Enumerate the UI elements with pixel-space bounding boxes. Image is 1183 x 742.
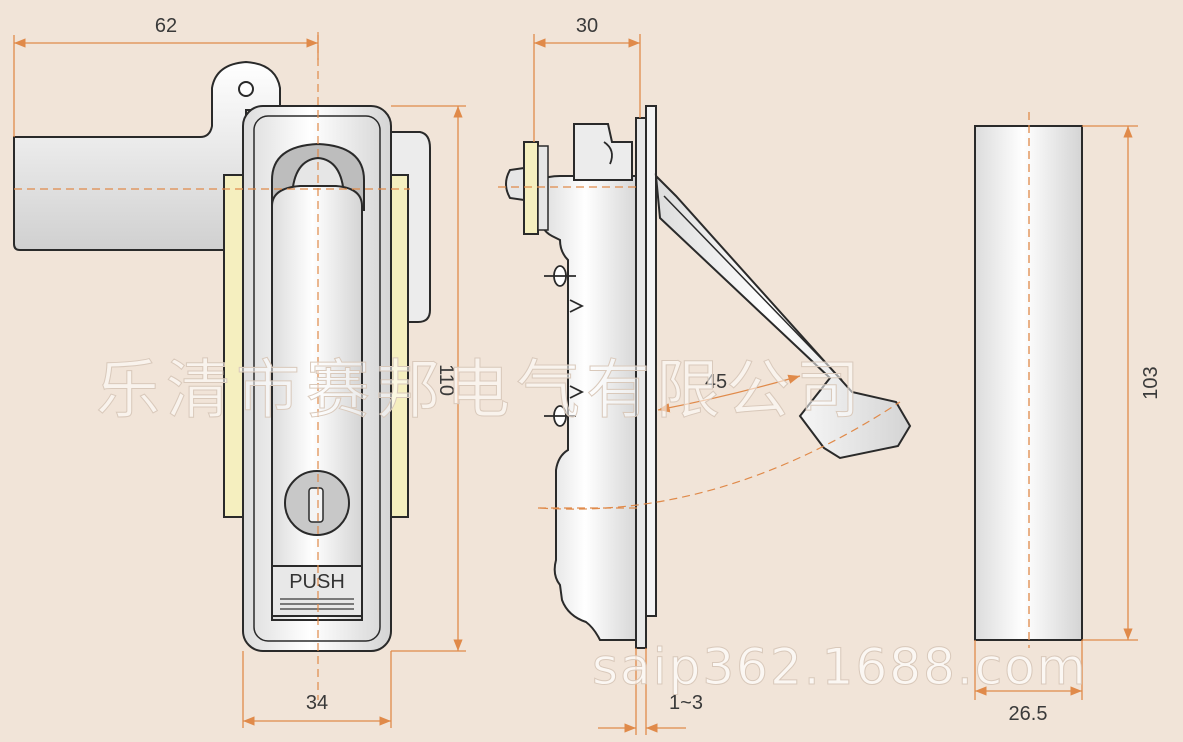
push-button[interactable]: [271, 565, 363, 617]
dim-62-label: 62: [155, 15, 177, 37]
dim-103-label: 103: [1140, 366, 1162, 399]
dim-30-label: 30: [576, 15, 598, 37]
side-lock-collar: [537, 145, 549, 231]
watermark-company: 乐清市赛邦电气有限公司: [96, 354, 866, 428]
side-dimensions: [533, 34, 801, 735]
cam-hole: [238, 81, 254, 97]
push-button-label: PUSH: [289, 571, 345, 593]
side-lock-nut: [523, 141, 539, 235]
side-housing: [539, 175, 641, 641]
side-clip-1: [569, 299, 585, 313]
watermark-website: saip362.1688.com: [592, 638, 1088, 696]
side-latch-top: [573, 123, 633, 181]
escutcheon-inner: [253, 115, 381, 642]
dim-thickness-label: 1~3: [669, 692, 703, 714]
side-lock-pin: [505, 166, 525, 202]
side-clip-2: [569, 385, 585, 399]
front-view: PUSH: [13, 60, 431, 652]
dim-26-5-label: 26.5: [1009, 703, 1048, 725]
front-centerlines: [14, 32, 410, 700]
gasket-left: [223, 174, 245, 518]
side-centerlines: [498, 186, 901, 510]
dim-34-label: 34: [306, 692, 328, 714]
dim-45-arc: [657, 374, 801, 413]
keyhole-slot: [308, 487, 324, 523]
front-dimensions: [13, 35, 466, 728]
screw-icon: [544, 265, 576, 427]
latch-cam: [13, 60, 281, 251]
dim-110-label: 110: [435, 364, 457, 396]
side-flange: [645, 105, 657, 617]
side-view: [505, 105, 912, 649]
cutout-dimensions: [974, 112, 1138, 700]
side-latch-spring: [603, 141, 613, 165]
side-handle-edge: [663, 195, 843, 381]
dim-45-label: 45: [705, 371, 727, 393]
